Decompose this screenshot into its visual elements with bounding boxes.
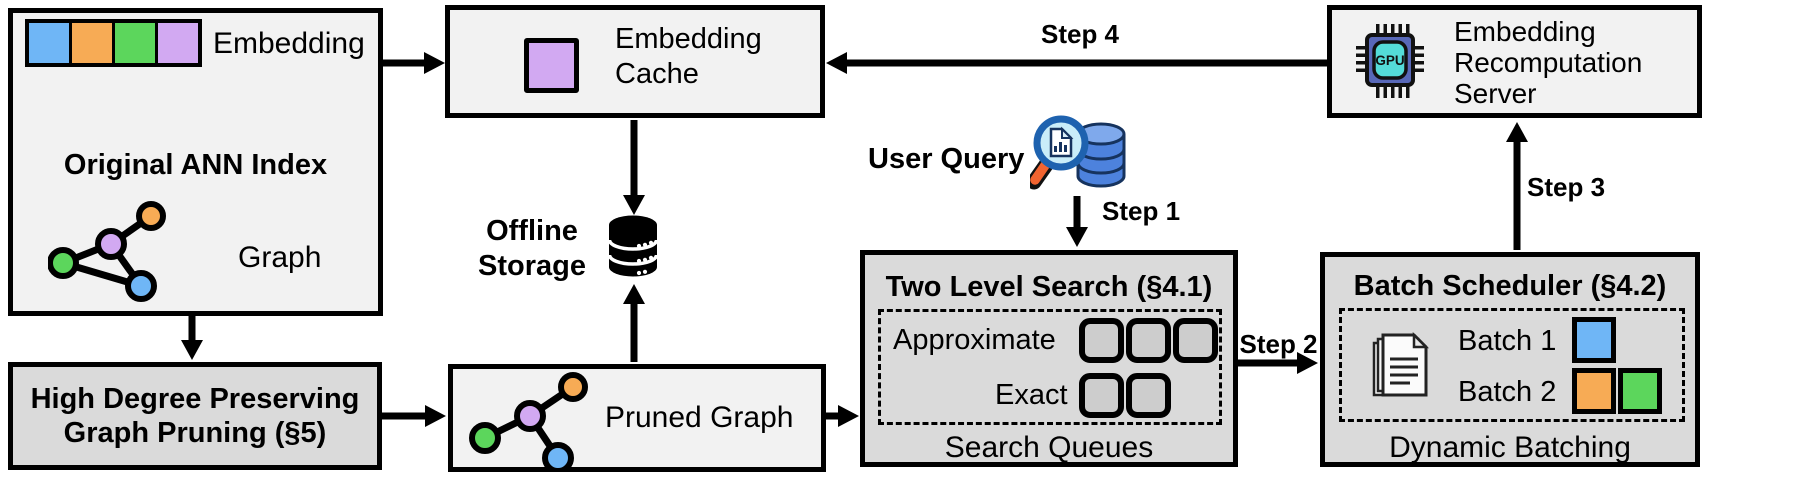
queue-slot <box>1126 373 1171 418</box>
document-lines <box>1390 357 1418 385</box>
graph-node-green <box>48 247 79 279</box>
step1-label: Step 1 <box>1102 196 1181 226</box>
batch2-square-orange <box>1572 368 1616 414</box>
graph-node-orange <box>136 201 166 231</box>
chip-die <box>1372 40 1408 80</box>
offline-storage-label: Offline Storage <box>478 215 586 282</box>
pruned-graph-icon <box>469 372 588 470</box>
two-level-search-title: Two Level Search (§4.1) <box>885 271 1213 303</box>
graph-node-blue <box>125 270 157 302</box>
batch2-square-green <box>1618 368 1662 414</box>
batch1-square-blue <box>1572 317 1616 363</box>
offline-storage-database-icon <box>607 215 659 277</box>
query-database-icon <box>1076 122 1126 188</box>
exact-queue-label: Exact <box>995 379 1068 411</box>
arrow-ann-to-cache <box>383 52 445 74</box>
arrow-pruned-to-storage <box>623 284 645 362</box>
gpu-chip-icon: GPU <box>1356 24 1424 98</box>
graph-node-orange <box>558 372 588 402</box>
dynamic-batching-caption: Dynamic Batching <box>1389 431 1631 464</box>
batch1-label: Batch 1 <box>1458 325 1557 357</box>
arrow-step4-server-to-cache <box>826 52 1327 74</box>
batch-scheduler-box: Batch Scheduler (§4.2) Batch 1 Batch 2 <box>1320 252 1700 467</box>
embedding-cell-blue <box>29 23 69 63</box>
graph-node-purple <box>514 400 546 432</box>
graph-node-blue <box>542 442 574 470</box>
batch2-squares <box>1572 368 1662 414</box>
arrow-ann-to-pruning <box>181 316 203 360</box>
ann-index-title: Original ANN Index <box>63 149 328 181</box>
embedding-cell-green <box>115 23 155 63</box>
embedding-cache-box: Embedding Cache <box>445 5 825 118</box>
search-queues-panel: Approximate Exact <box>878 309 1222 425</box>
embedding-cell-orange <box>72 23 112 63</box>
recomputation-server-label: Embedding Recomputation Server <box>1454 16 1643 109</box>
approximate-queue-label: Approximate <box>893 324 1056 356</box>
queue-slot <box>1173 318 1218 363</box>
chip-pins <box>1356 24 1424 98</box>
step4-label: Step 4 <box>1040 19 1120 49</box>
batch-scheduler-title: Batch Scheduler (§4.2) <box>1353 270 1667 302</box>
search-queues-caption: Search Queues <box>944 431 1154 464</box>
original-ann-index-box: Embedding Original ANN Index Graph <box>8 8 383 316</box>
queue-slot <box>1126 318 1171 363</box>
chip-gpu-text: GPU <box>1375 53 1404 68</box>
arrow-pruned-to-search <box>826 405 859 427</box>
user-query-label: User Query <box>868 143 1025 175</box>
embedding-label: Embedding <box>213 27 365 60</box>
graph-pruning-box: High Degree Preserving Graph Pruning (§5… <box>8 362 382 470</box>
graph-nodes <box>48 201 166 302</box>
step3-label: Step 3 <box>1527 172 1606 202</box>
user-query-icon <box>1030 115 1126 190</box>
arrow-pruning-to-pruned <box>382 405 446 427</box>
queue-slot <box>1079 318 1124 363</box>
dynamic-batching-panel: Batch 1 Batch 2 <box>1339 308 1685 422</box>
pruned-graph-nodes <box>469 372 588 470</box>
step2-label: Step 2 <box>1239 329 1318 359</box>
cached-embedding-icon <box>524 38 579 93</box>
two-level-search-box: Two Level Search (§4.1) Approximate Exac… <box>860 250 1238 467</box>
exact-queue-slots <box>1079 373 1171 418</box>
embedding-cell-purple <box>158 23 198 63</box>
document-glyph <box>1049 126 1074 158</box>
queue-slot <box>1079 373 1124 418</box>
graph-pruning-title-line2: Graph Pruning (§5) <box>63 417 327 449</box>
batch1-squares <box>1572 317 1616 363</box>
magnifier-icon <box>1030 115 1089 190</box>
arrow-step3-scheduler-to-server <box>1506 122 1528 250</box>
arrow-step1-query-to-search <box>1066 196 1088 247</box>
graph-node-green <box>469 422 501 454</box>
embedding-vector-icon <box>25 19 202 67</box>
graph-node-purple <box>95 228 127 260</box>
batch2-label: Batch 2 <box>1458 376 1557 408</box>
embedding-cache-label: Embedding Cache <box>615 23 762 90</box>
graph-pruning-title-line1: High Degree Preserving <box>30 383 360 415</box>
pruned-graph-box: Pruned Graph <box>448 364 826 472</box>
approximate-queue-slots <box>1079 318 1218 363</box>
arrow-cache-to-storage <box>623 120 645 215</box>
recomputation-server-box: GPU Embedding Recomputation Server <box>1327 5 1702 118</box>
graph-label: Graph <box>238 241 322 274</box>
documents-stack-icon <box>1372 331 1430 397</box>
graph-icon <box>48 201 166 302</box>
pruned-graph-label: Pruned Graph <box>605 401 794 434</box>
database-dots <box>636 240 654 276</box>
